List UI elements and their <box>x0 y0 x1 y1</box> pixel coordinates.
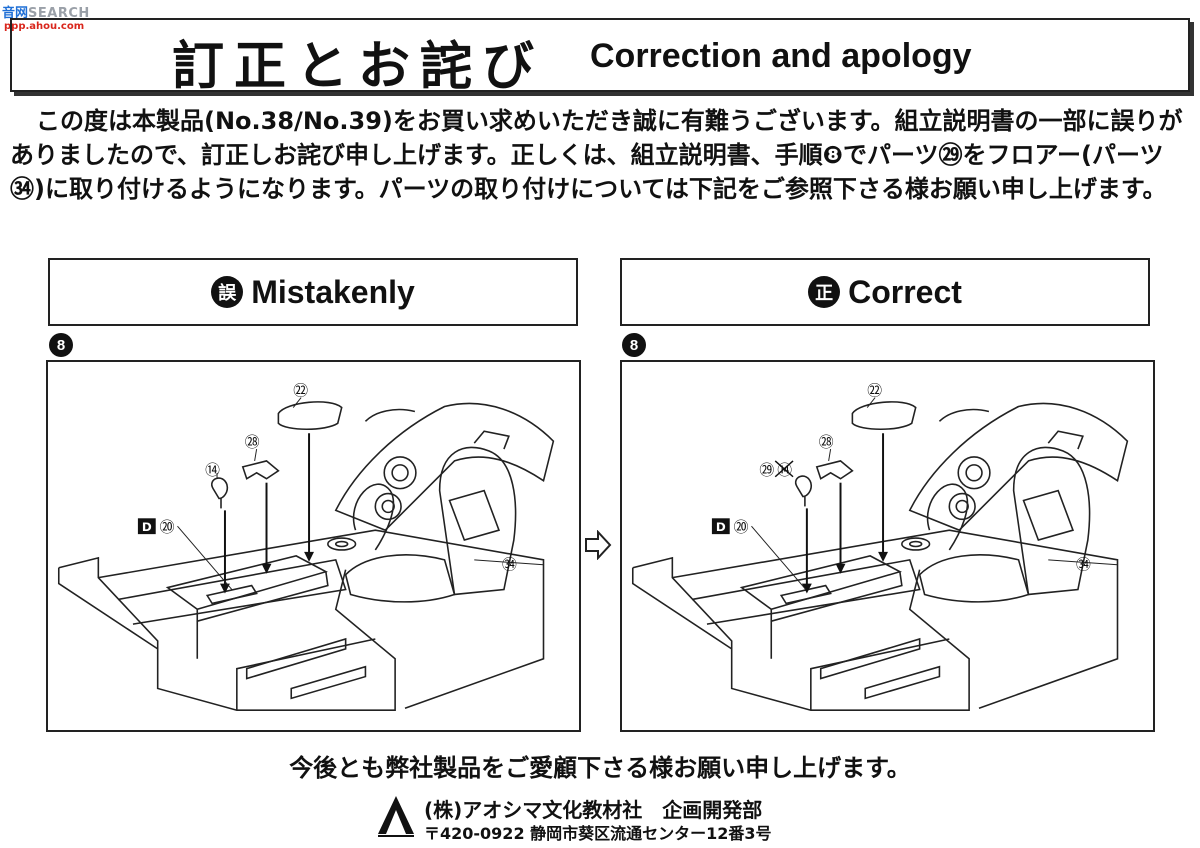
callout-34: ㉞ <box>1076 557 1091 574</box>
callout-22: ㉒ <box>293 383 308 400</box>
callout-20: ⑳ <box>160 519 175 536</box>
callout-22: ㉒ <box>867 383 882 400</box>
title-japanese: 訂正とお詫び <box>172 37 545 97</box>
callout-28: ㉘ <box>819 434 834 451</box>
mistake-badge: 誤 <box>211 276 244 308</box>
mistakenly-header: 誤 Mistakenly <box>48 258 578 326</box>
arrow-right-icon <box>585 530 612 560</box>
intro-paragraph: この度は本製品(No.38/No.39)をお買い求めいただき誠に有難うございます… <box>10 107 1183 203</box>
mistaken-diagram: ㉒ ㉘ ⑭ ⑳ ㉞ D <box>46 360 581 732</box>
correct-header: 正 Correct <box>620 258 1150 326</box>
mistakenly-label: Mistakenly <box>251 273 415 310</box>
correct-diagram: ㉒ ㉘ ㉙ ⑭ ⑳ ㉞ D <box>620 360 1155 732</box>
callout-14: ⑭ <box>205 462 220 479</box>
cross-out-icon <box>774 460 794 478</box>
company-address: 〒420-0922 静岡市葵区流通センター12番3号 <box>424 824 772 843</box>
mistaken-assembly-drawing: ㉒ ㉘ ⑭ ⑳ ㉞ D <box>57 383 555 712</box>
callout-29: ㉙ <box>759 462 774 479</box>
aoshima-logo-icon <box>378 796 414 837</box>
watermark-cn: 音网 <box>2 6 29 21</box>
paint-mark: D <box>716 520 726 534</box>
watermark: 音网SEARCH ppp.ahou.com <box>2 2 162 36</box>
paint-mark-box <box>711 518 730 535</box>
correct-label: Correct <box>848 273 962 310</box>
step-number-left: 8 <box>49 333 73 357</box>
watermark-url: ppp.ahou.com <box>4 21 85 32</box>
paint-mark-box <box>137 518 156 535</box>
paint-mark: D <box>142 520 152 534</box>
closing-message: 今後とも弊社製品をご愛顧下さる様お願い申し上げます。 <box>289 754 911 782</box>
step-number-right: 8 <box>622 333 646 357</box>
correct-assembly-drawing: ㉒ ㉘ ㉙ ⑭ ⑳ ㉞ D <box>631 383 1129 712</box>
title-banner: 訂正とお詫び Correction and apology <box>10 18 1190 97</box>
title-english: Correction and apology <box>590 37 972 75</box>
company-name: (株)アオシマ文化教材社 企画開発部 <box>424 798 763 822</box>
callout-34: ㉞ <box>502 557 517 574</box>
callout-20: ⑳ <box>734 519 749 536</box>
callout-28: ㉘ <box>245 434 260 451</box>
watermark-search: SEARCH <box>28 6 90 21</box>
correct-badge: 正 <box>808 276 841 308</box>
watermark-title: 音网SEARCH <box>2 2 90 21</box>
